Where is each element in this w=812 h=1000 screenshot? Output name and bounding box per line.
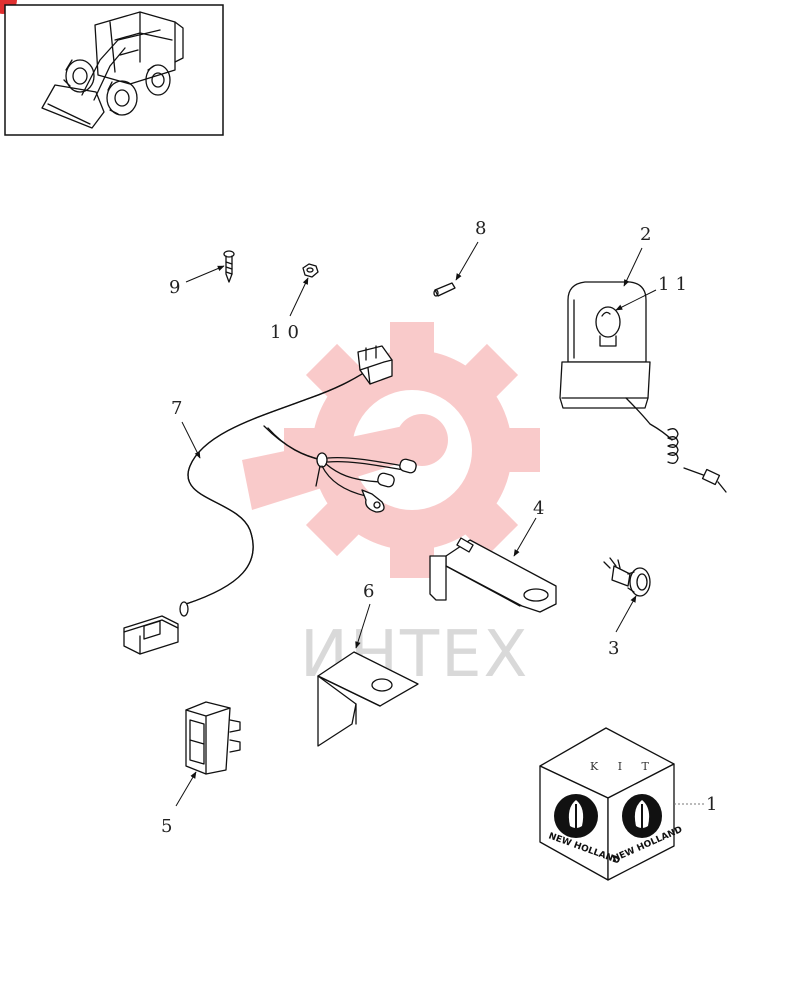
kit-label: K I T: [590, 760, 657, 773]
callout-11: 11: [658, 274, 693, 295]
callout-9: 9: [169, 277, 186, 298]
callout-7: 7: [171, 398, 188, 419]
callout-2: 2: [640, 224, 657, 245]
pin-part[interactable]: [433, 282, 456, 297]
leader-lines: [175, 241, 657, 807]
callout-5: 5: [161, 816, 178, 837]
callout-10: 10: [270, 322, 305, 343]
callout-8: 8: [475, 218, 492, 239]
beacon-lamp-part[interactable]: [559, 281, 727, 493]
callout-4: 4: [533, 498, 550, 519]
loader-thumbnail[interactable]: [4, 4, 224, 136]
socket-part[interactable]: [603, 557, 651, 597]
nut-part[interactable]: [302, 263, 319, 278]
wire-harness-part[interactable]: [123, 345, 417, 655]
callout-6: 6: [363, 581, 380, 602]
callout-1: 1: [706, 794, 723, 815]
bracket-part-4[interactable]: [429, 537, 557, 613]
callout-3: 3: [608, 638, 625, 659]
bracket-part-6[interactable]: [317, 651, 419, 747]
rocker-switch-part[interactable]: [185, 701, 241, 775]
kit-box-part[interactable]: K I T NEW HOLLAND NEW HOLLAND: [539, 727, 704, 881]
screw-part[interactable]: [223, 250, 235, 283]
